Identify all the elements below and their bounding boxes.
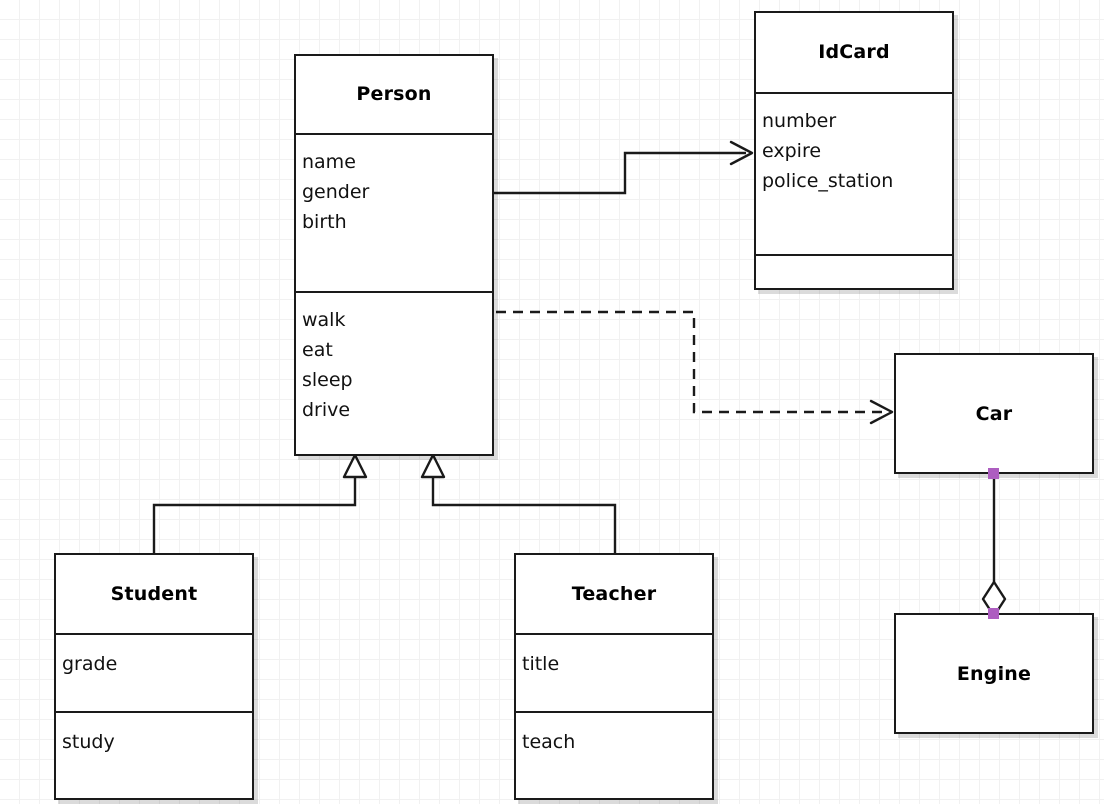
class-box-student[interactable]: Student grade study <box>54 553 254 800</box>
attribute-row: birth <box>302 210 347 233</box>
class-name-car: Car <box>975 402 1013 425</box>
class-name-student: Student <box>110 582 198 605</box>
class-name-person: Person <box>356 83 432 106</box>
attribute-row: expire <box>762 139 822 162</box>
class-box-teacher[interactable]: Teacher title teach <box>514 553 714 800</box>
edge-endpoint-handle-engine[interactable] <box>988 608 999 619</box>
edge-teacher-person[interactable] <box>420 453 617 553</box>
operations-person: walk eat sleep drive <box>296 290 492 454</box>
attribute-row: title <box>522 652 560 675</box>
class-box-idcard[interactable]: IdCard number expire police_station <box>754 11 954 290</box>
class-box-car[interactable]: Car <box>894 353 1094 474</box>
edge-person-idcard[interactable] <box>494 140 754 195</box>
attribute-row: number <box>762 109 837 132</box>
class-box-person[interactable]: Person name gender birth walk eat sleep … <box>294 54 494 456</box>
attribute-row: police_station <box>762 169 894 192</box>
operation-row: drive <box>302 398 351 421</box>
operation-row: teach <box>522 731 576 754</box>
edge-person-car[interactable] <box>496 310 894 425</box>
operations-idcard <box>756 254 952 288</box>
attribute-row: gender <box>302 180 370 203</box>
operation-row: sleep <box>302 368 353 391</box>
edge-student-person[interactable] <box>152 453 368 553</box>
class-name-idcard: IdCard <box>818 41 890 64</box>
attributes-student: grade <box>56 632 252 712</box>
edge-engine-car[interactable] <box>981 474 1007 618</box>
class-box-engine[interactable]: Engine <box>894 613 1094 734</box>
operations-student: study <box>56 711 252 798</box>
attributes-teacher: title <box>516 632 712 712</box>
attribute-row: grade <box>62 652 118 675</box>
attributes-idcard: number expire police_station <box>756 91 952 255</box>
operations-teacher: teach <box>516 711 712 798</box>
edge-endpoint-handle-car[interactable] <box>988 468 999 479</box>
attribute-row: name <box>302 150 356 173</box>
operation-row: walk <box>302 308 346 331</box>
operation-row: eat <box>302 338 333 361</box>
class-name-teacher: Teacher <box>571 582 657 605</box>
operation-row: study <box>62 731 115 754</box>
class-name-engine: Engine <box>956 662 1032 685</box>
attributes-person: name gender birth <box>296 132 492 291</box>
